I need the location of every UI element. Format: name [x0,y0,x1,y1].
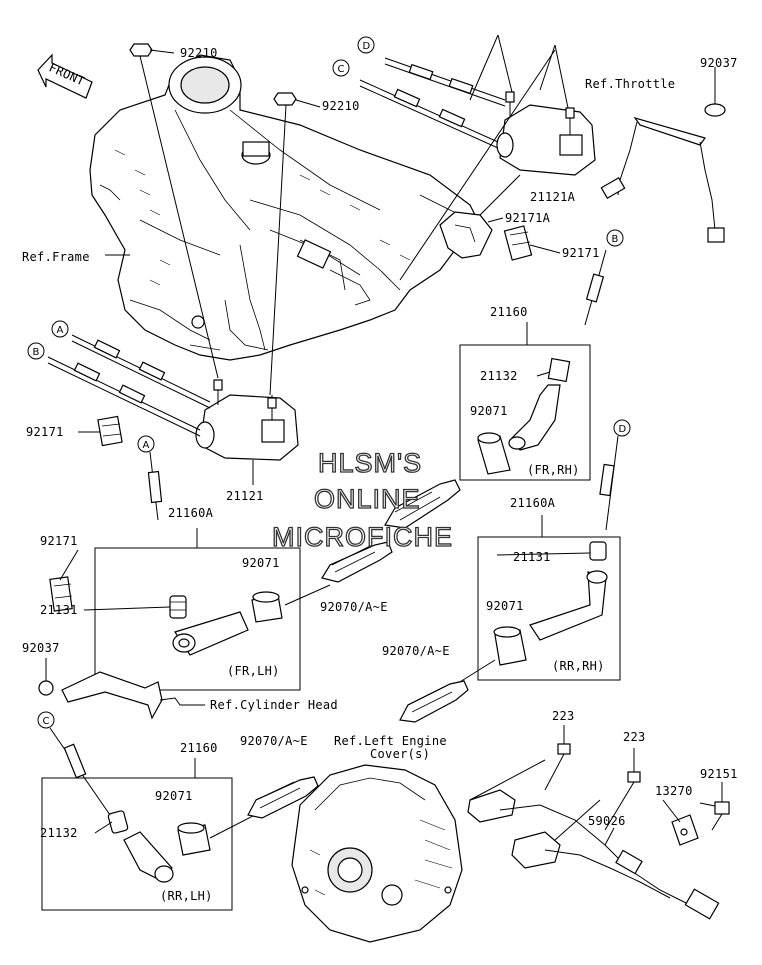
label-21121A: 21121A [530,190,576,204]
group-box-fr-lh [94,528,301,691]
label-92070-mid: 92070/A~E [320,600,388,614]
clamp-13270-icon [671,814,699,846]
boot-rr-rh [529,570,608,641]
svg-text:B: B [33,347,40,358]
clip-92171-lower-icon [49,576,73,612]
lead-B-right: B [584,229,624,326]
spark-plug-rr-rh [399,680,469,723]
clip-92171-right-icon [503,225,533,261]
callout-C-upper: C [332,59,350,77]
clamp-92171A-icon [439,211,493,259]
ref-cylinder-head-label: Ref.Cylinder Head [210,698,338,712]
throttle-cable-bracket [600,76,726,243]
label-92171A: 92171A [505,211,551,225]
seal-92071-rr-lh [177,822,211,856]
watermark-line-1: HLSM'S [318,448,422,478]
lead-D-upper [384,57,506,107]
bolt-92151-icon [711,782,730,831]
group-box-rr-rh [477,515,621,681]
plug-cap-21132-fr-rh [508,357,571,451]
label-92210-top: 92210 [180,46,218,60]
lead-D-right: D [599,419,631,531]
seal-92071-rr-rh [493,626,527,666]
label-92151: 92151 [700,767,738,781]
label-21132-top: 21132 [480,369,518,383]
svg-text:D: D [619,424,627,435]
svg-text:D: D [363,41,371,52]
label-21160A-right: 21160A [510,496,556,510]
label-223-a: 223 [552,709,575,723]
spark-plug-fr-rh [384,479,461,529]
pickup-coil-59026 [467,759,720,920]
cylinder-head-bracket [38,658,205,720]
svg-text:C: C [43,716,50,727]
ref-throttle-label: Ref.Throttle [585,77,675,91]
seal-92071-fr-rh [477,432,511,475]
label-92070-bottom: 92070/A~E [240,734,308,748]
plug-cap-21131-rr-rh [589,541,607,561]
label-92210-mid: 92210 [322,99,360,113]
plug-cap-21131-fr-lh [169,595,187,619]
ignition-coil-21121A [496,91,596,176]
watermark-line-3: MICROFICHE [272,522,453,552]
label-21131-right: 21131 [513,550,551,564]
svg-text:A: A [143,440,150,451]
label-223-b: 223 [623,730,646,744]
label-13270: 13270 [655,784,693,798]
plug-cap-21132-rr-lh [107,810,174,883]
label-59026: 59026 [588,814,626,828]
svg-text:A: A [57,325,64,336]
label-92071-fr-lh: 92071 [242,556,280,570]
label-21131-left: 21131 [40,603,78,617]
label-92070-right: 92070/A~E [382,644,450,658]
label-21121: 21121 [226,489,264,503]
bolt-223-a-icon [544,725,571,791]
bolt-92210-top-icon [129,43,219,379]
bolt-223-b-icon [604,748,641,831]
group-label-rr-lh: (RR,LH) [160,889,213,903]
front-arrow-icon: FRONT [37,53,93,99]
label-21160A-left: 21160A [168,506,214,520]
ref-left-engine-label-2: Cover(s) [370,747,430,761]
watermark: HLSM'S ONLINE MICROFICHE [271,447,453,552]
label-21160-bottom: 21160 [180,741,218,755]
label-92037-top: 92037 [700,56,738,70]
spark-plug-rr-lh [247,776,319,819]
label-92171-lower: 92171 [40,534,78,548]
ref-left-engine-label-1: Ref.Left Engine [334,734,447,748]
boot-fr-lh [172,611,249,656]
watermark-line-2: ONLINE [314,484,421,514]
bolt-92210-mid-icon [269,92,297,396]
group-box-fr-rh [459,322,591,481]
label-92171-right: 92171 [562,246,600,260]
label-92037-left: 92037 [22,641,60,655]
label-21132-bottom: 21132 [40,826,78,840]
lead-B-left: B [27,342,201,437]
left-engine-cover [291,764,463,943]
label-21160-top: 21160 [490,305,528,319]
callout-D-upper: D [357,36,375,54]
group-box-rr-lh [41,758,233,911]
spark-plug-fr-lh [321,541,393,583]
clip-92171-left-icon [97,415,123,447]
label-92071-rr-rh: 92071 [486,599,524,613]
lead-A-lower: A [137,435,163,521]
label-92071-fr-rh: 92071 [470,404,508,418]
group-label-fr-lh: (FR,LH) [227,664,280,678]
frame-illustration [89,54,481,361]
ref-frame-label: Ref.Frame [22,250,90,264]
svg-text:C: C [338,64,345,75]
lead-C-upper [359,79,499,149]
lead-C-lower: C [37,711,111,816]
svg-text:B: B [612,234,619,245]
lead-A-left: A [51,320,211,409]
seal-92071-fr-lh [251,591,283,623]
group-label-rr-rh: (RR,RH) [552,659,605,673]
group-label-fr-rh: (FR,RH) [527,463,580,477]
label-92171-left: 92171 [26,425,64,439]
ignition-coil-21121 [195,379,299,461]
label-92071-rr-lh: 92071 [155,789,193,803]
